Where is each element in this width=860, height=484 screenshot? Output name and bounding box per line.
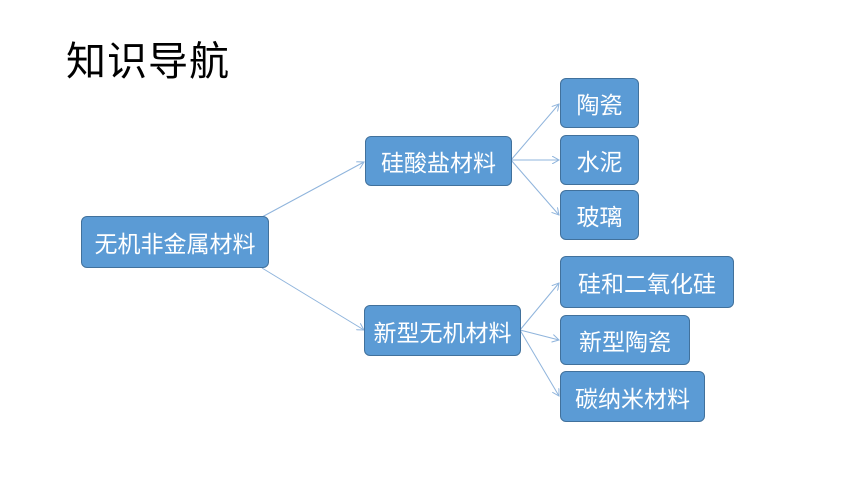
leaf-node-glass: 玻璃 (560, 190, 639, 240)
page-title: 知识导航 (66, 39, 230, 85)
root-node: 无机非金属材料 (81, 216, 269, 268)
branch-node-silicate-materials: 硅酸盐材料 (365, 136, 512, 186)
leaf-node-cement: 水泥 (560, 135, 639, 185)
connector-branch-2-to-leaf-1 (519, 283, 559, 331)
connector-root-to-branch-2 (261, 267, 364, 330)
connector-branch-2-to-leaf-2 (519, 329, 559, 340)
leaf-node-silicon-and-silicon-dioxide: 硅和二氧化硅 (560, 256, 734, 308)
leaf-node-carbon-nanomaterials: 碳纳米材料 (560, 371, 705, 422)
leaf-node-new-ceramics: 新型陶瓷 (560, 315, 690, 365)
connector-branch-2-to-leaf-3 (519, 329, 559, 396)
leaf-node-ceramics: 陶瓷 (560, 78, 639, 128)
connector-branch-1-to-leaf-1 (510, 104, 559, 161)
connector-root-to-branch-1 (261, 162, 364, 218)
connector-branch-1-to-leaf-3 (510, 159, 559, 215)
branch-node-new-inorganic-materials: 新型无机材料 (364, 305, 521, 356)
